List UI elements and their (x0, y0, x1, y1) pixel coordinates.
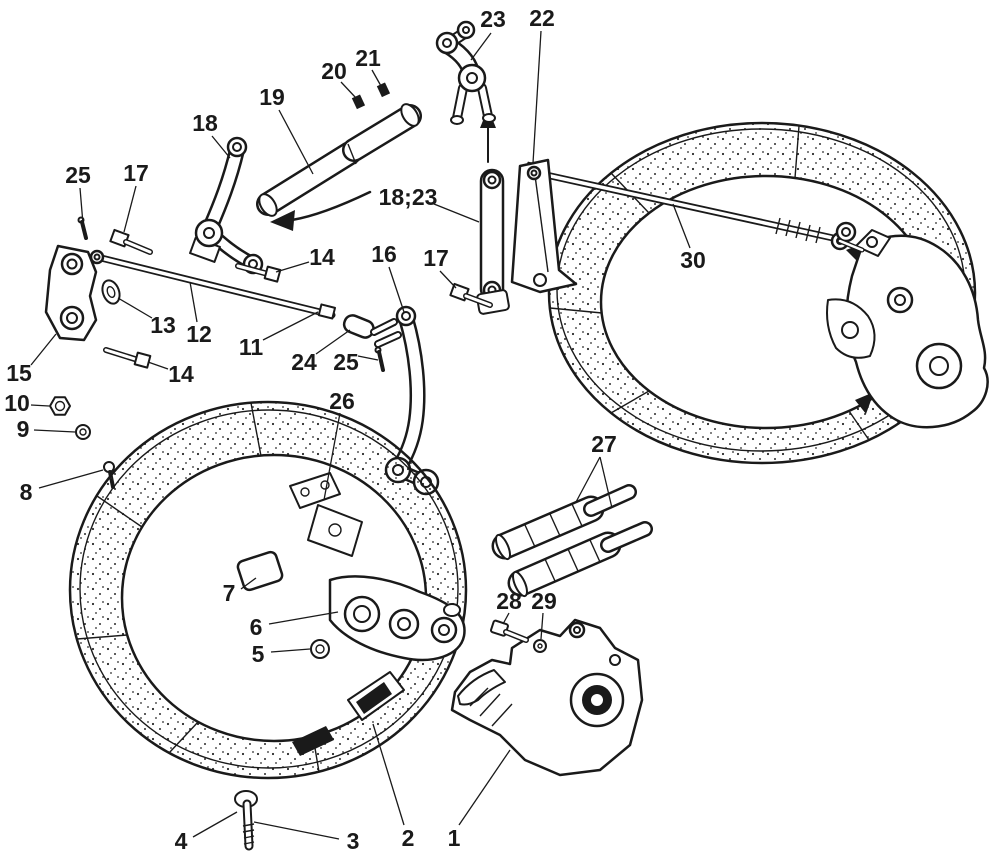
pin-21 (376, 82, 391, 98)
callout-29: 29 (531, 588, 557, 614)
lever-bracket-15 (44, 244, 98, 342)
bolt-28 (490, 619, 529, 643)
rod-19 (256, 103, 422, 217)
callout-8: 8 (20, 479, 33, 505)
bolt-14-upper (235, 263, 282, 283)
callout-18: 18 (192, 110, 218, 136)
callout-28: 28 (496, 588, 522, 614)
anchor-bolt-4 (234, 790, 258, 851)
callout-25-left: 25 (65, 162, 91, 188)
callout-15: 15 (6, 360, 32, 386)
washer-5 (310, 639, 330, 659)
anchor-housing-right (826, 229, 989, 429)
callout-18-23: 18;23 (379, 184, 438, 210)
anchor-bracket-1 (450, 618, 644, 777)
nut-10 (49, 396, 71, 416)
pin-20 (351, 94, 366, 110)
lever-18 (189, 136, 264, 275)
callout-14-upper: 14 (309, 244, 335, 270)
callout-3: 3 (347, 828, 360, 854)
clevis-24 (342, 314, 402, 348)
callout-30: 30 (680, 247, 706, 273)
tie-rod-12 (89, 249, 336, 319)
callout-16: 16 (371, 241, 397, 267)
callout-20: 20 (321, 58, 347, 84)
direction-arrow (270, 190, 372, 231)
callout-4: 4 (175, 828, 188, 854)
callout-13: 13 (150, 312, 176, 338)
callout-11: 11 (239, 334, 264, 360)
callout-1: 1 (448, 825, 461, 851)
pad-7 (236, 550, 284, 592)
callout-6: 6 (250, 614, 263, 640)
callout-26: 26 (329, 388, 355, 414)
washer-9 (75, 424, 91, 440)
support-bracket-22 (510, 158, 578, 294)
callout-14-lower: 14 (168, 361, 194, 387)
callout-9: 9 (17, 416, 30, 442)
nut-11 (317, 303, 337, 320)
callout-21: 21 (355, 45, 381, 71)
leader-lines (30, 30, 691, 840)
callout-labels: 23 22 20 21 19 18 25 17 18;23 16 17 14 1… (4, 5, 706, 854)
washer-29 (533, 639, 547, 653)
callout-7: 7 (223, 580, 236, 606)
bolt-17-left (109, 228, 153, 255)
callout-23: 23 (480, 6, 506, 32)
adjuster-housing-6 (328, 575, 466, 662)
washer-13 (101, 279, 121, 305)
callout-19: 19 (259, 84, 285, 110)
cotter-pin-25-right (374, 346, 385, 372)
spring-sleeve-27b (507, 521, 653, 598)
bolt-14-lower (103, 347, 152, 369)
bolt-17-right (449, 282, 493, 308)
callout-12: 12 (186, 321, 212, 347)
washer-13-hole (106, 285, 116, 299)
callout-22: 22 (529, 5, 555, 31)
callout-17-mid: 17 (423, 245, 449, 271)
callout-5: 5 (252, 641, 265, 667)
release-lever-23 (435, 20, 496, 125)
link-18-23 (476, 168, 510, 315)
callout-24: 24 (291, 349, 317, 375)
callout-17-left: 17 (123, 160, 149, 186)
callout-2: 2 (402, 825, 415, 851)
callout-25-right: 25 (333, 349, 359, 375)
callout-27: 27 (591, 431, 617, 457)
callout-10: 10 (4, 390, 30, 416)
